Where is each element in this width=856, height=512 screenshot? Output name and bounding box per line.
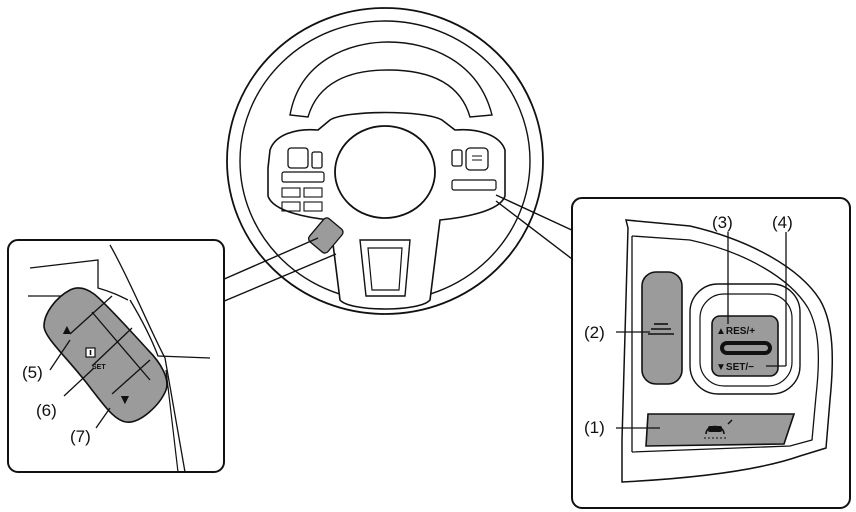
info-icon <box>85 347 96 358</box>
steering-wheel <box>226 7 544 315</box>
res-label: ▲RES/+ <box>716 326 755 337</box>
callout-1: (1) <box>584 418 605 437</box>
steering-info-switch[interactable] <box>43 287 168 423</box>
callout-5: (5) <box>22 363 43 382</box>
callout-3: (3) <box>712 213 733 232</box>
left-inset: ▲ SET ▼ (5) (6) (7) <box>7 239 225 473</box>
left-zoom-lines <box>221 237 337 303</box>
set-label: SET <box>92 364 106 371</box>
cruise-distance-icon <box>648 323 674 335</box>
distance-button[interactable] <box>641 271 683 385</box>
callout-4: (4) <box>772 213 793 232</box>
right-zoom-lines <box>495 194 577 263</box>
callout-6: (6) <box>36 401 57 420</box>
callout-7: (7) <box>70 427 91 446</box>
up-arrow-icon: ▲ <box>60 321 74 337</box>
right-inset: ▲RES/+ ▼SET/− (1) (2) (3) (4) <box>571 197 851 509</box>
down-arrow-icon: ▼ <box>118 391 132 407</box>
callout-2: (2) <box>584 323 605 342</box>
cruise-control-icon <box>704 419 733 439</box>
set-minus-label: ▼SET/− <box>716 362 754 373</box>
